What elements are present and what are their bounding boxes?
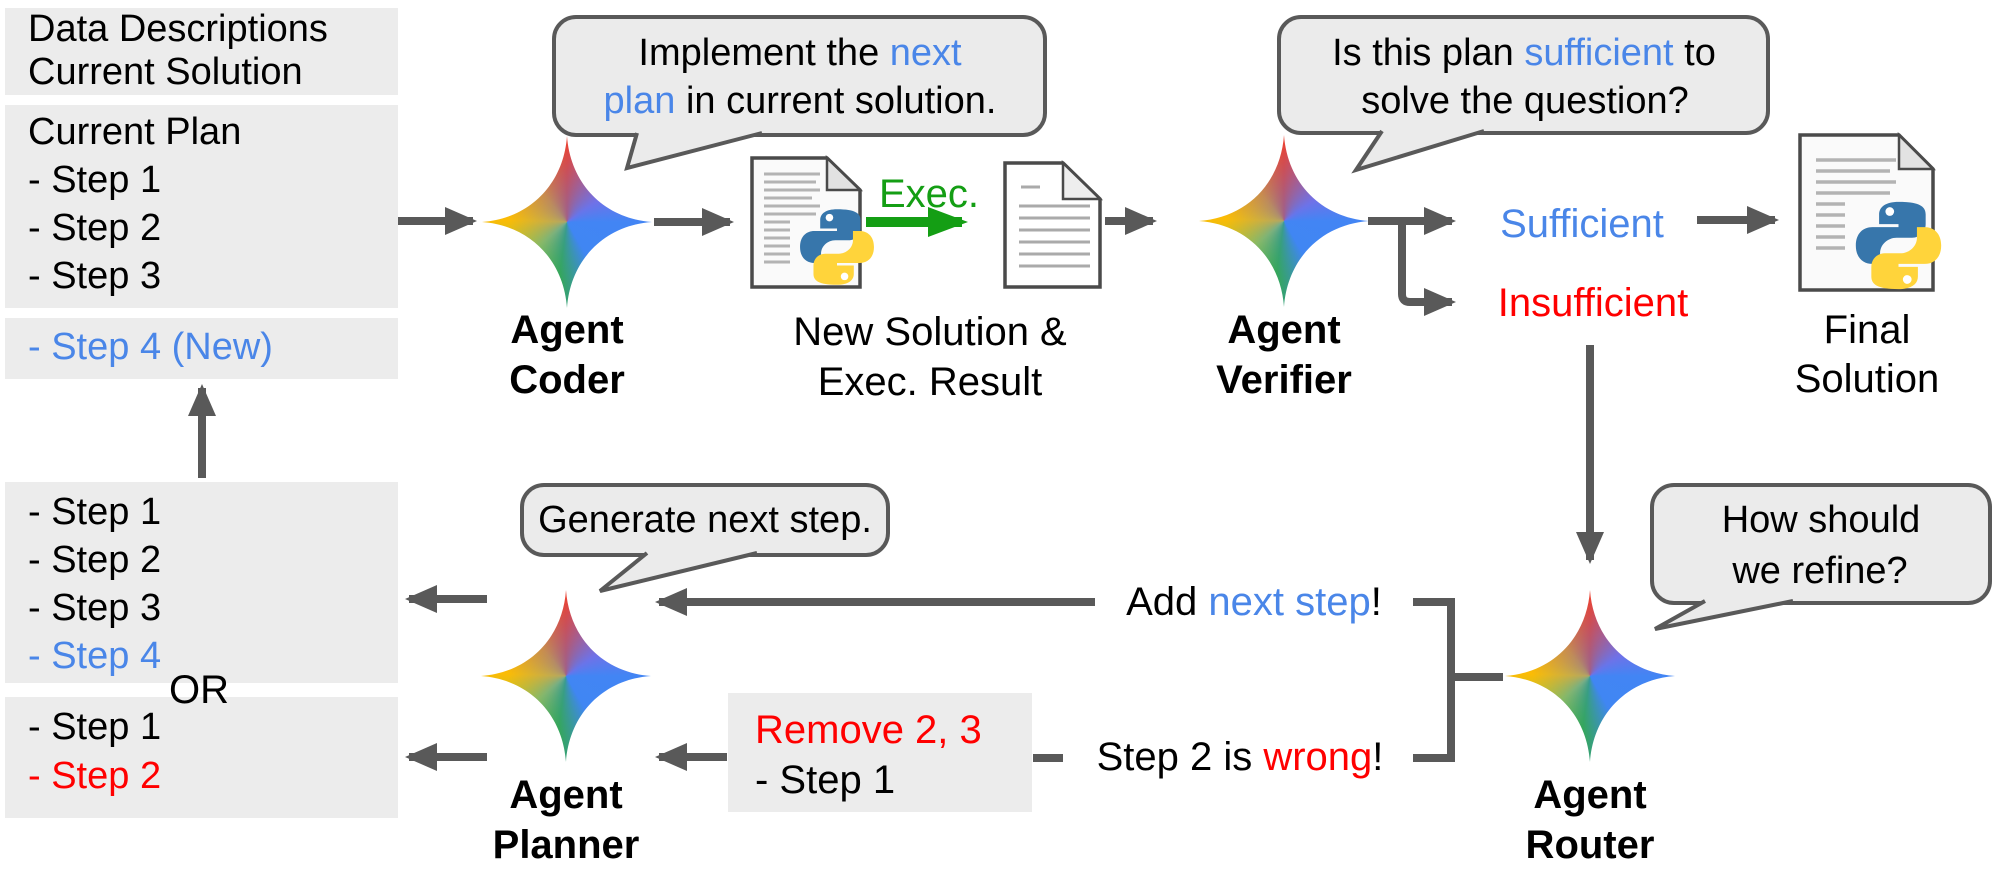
router-bubble-tail — [1654, 599, 1794, 631]
appended-plan-line: - Step 3 — [28, 587, 162, 629]
wrong-step-text: Step 2 is — [1096, 735, 1264, 779]
router-label: Agent — [1533, 773, 1647, 817]
coder-bubble-line1: Implement the next — [638, 34, 961, 72]
plan-line: - Step 1 — [28, 159, 162, 201]
plan-line: Current Plan — [28, 111, 242, 153]
coder-bubble-text: in current solution. — [675, 80, 997, 122]
truncated-plan-removed-line: - Step 2 — [28, 755, 162, 797]
add-step-highlight: next step — [1208, 580, 1371, 624]
context-line: Data Descriptions — [28, 8, 328, 50]
coder-bubble-line2: plan in current solution. — [604, 82, 997, 120]
remove-instruction-box — [728, 693, 1032, 812]
keep-step-line: - Step 1 — [755, 758, 896, 802]
solution-doc-icon — [750, 155, 874, 289]
coder-bubble-highlight: next — [889, 32, 962, 74]
final-solution-caption: Final — [1823, 308, 1911, 352]
add-next-step-label: Add next step! — [1126, 582, 1382, 622]
final-solution-caption: Solution — [1794, 357, 1940, 401]
wrong-step-highlight: wrong — [1263, 735, 1373, 779]
context-line: Current Solution — [28, 51, 303, 93]
exec-label: Exec. — [878, 172, 980, 216]
coder-bubble-text: Implement the — [638, 32, 890, 74]
planner-bubble-line1: Generate next step. — [538, 499, 872, 541]
verifier-bubble-line2: solve the question? — [1361, 80, 1689, 122]
plan-line: - Step 2 — [28, 207, 162, 249]
remove-instruction-line: Remove 2, 3 — [755, 708, 982, 752]
new-step-line: - Step 4 (New) — [28, 326, 273, 368]
appended-plan-box — [5, 482, 398, 683]
wrong-step-label: Step 2 is wrong! — [1097, 737, 1384, 777]
add-step-text: Add — [1126, 580, 1209, 624]
python-logo-icon — [1855, 201, 1942, 290]
appended-plan-line: - Step 1 — [28, 491, 162, 533]
python-logo-icon — [800, 209, 874, 285]
new-solution-caption: Exec. Result — [817, 360, 1043, 404]
new-step-box — [5, 318, 398, 379]
add-step-bang: ! — [1370, 580, 1382, 624]
planner-label: Agent — [509, 773, 623, 817]
planner-bubble-tail — [598, 551, 758, 593]
truncated-plan-line: - Step 1 — [28, 706, 162, 748]
verifier-speech-bubble — [1277, 15, 1770, 135]
current-plan-box — [5, 105, 398, 308]
coder-label: Agent — [510, 308, 624, 352]
router-label: Router — [1525, 823, 1655, 867]
coder-bubble-highlight: plan — [603, 80, 676, 122]
coder-bubble-tail — [624, 131, 763, 171]
coder-speech-bubble — [552, 15, 1047, 137]
or-label: OR — [169, 668, 229, 712]
verifier-bubble-text: Is this plan — [1332, 32, 1525, 74]
sufficient-label: Sufficient — [1500, 202, 1664, 246]
verifier-bubble-line1: Is this plan sufficient to — [1332, 34, 1716, 72]
truncated-plan-box — [5, 697, 398, 818]
planner-label: Planner — [492, 823, 640, 867]
exec-result-doc-icon — [1003, 160, 1104, 289]
appended-plan-line: - Step 2 — [28, 539, 162, 581]
coder-label: Coder — [509, 358, 625, 402]
router-bracket — [1413, 598, 1455, 762]
insufficient-label: Insufficient — [1497, 281, 1689, 325]
new-solution-caption: New Solution & — [793, 310, 1067, 354]
verifier-bubble-highlight: sufficient — [1524, 32, 1674, 74]
verifier-label: Verifier — [1216, 358, 1352, 402]
verifier-bubble-text: to — [1673, 32, 1716, 74]
wrong-step-bang: ! — [1372, 735, 1384, 779]
verifier-bubble-tail — [1351, 129, 1485, 174]
plan-line: - Step 3 — [28, 255, 162, 297]
appended-plan-new-line: - Step 4 — [28, 635, 162, 677]
verifier-label: Agent — [1227, 308, 1341, 352]
router-bubble-line1: How should — [1721, 499, 1921, 541]
router-bubble-line2: we refine? — [1732, 550, 1908, 592]
context-box — [5, 8, 398, 95]
fork-elbow — [1398, 221, 1418, 306]
router-speech-bubble — [1650, 483, 1992, 605]
final-solution-doc-icon — [1798, 131, 1942, 292]
bubble-tails — [598, 129, 1794, 631]
